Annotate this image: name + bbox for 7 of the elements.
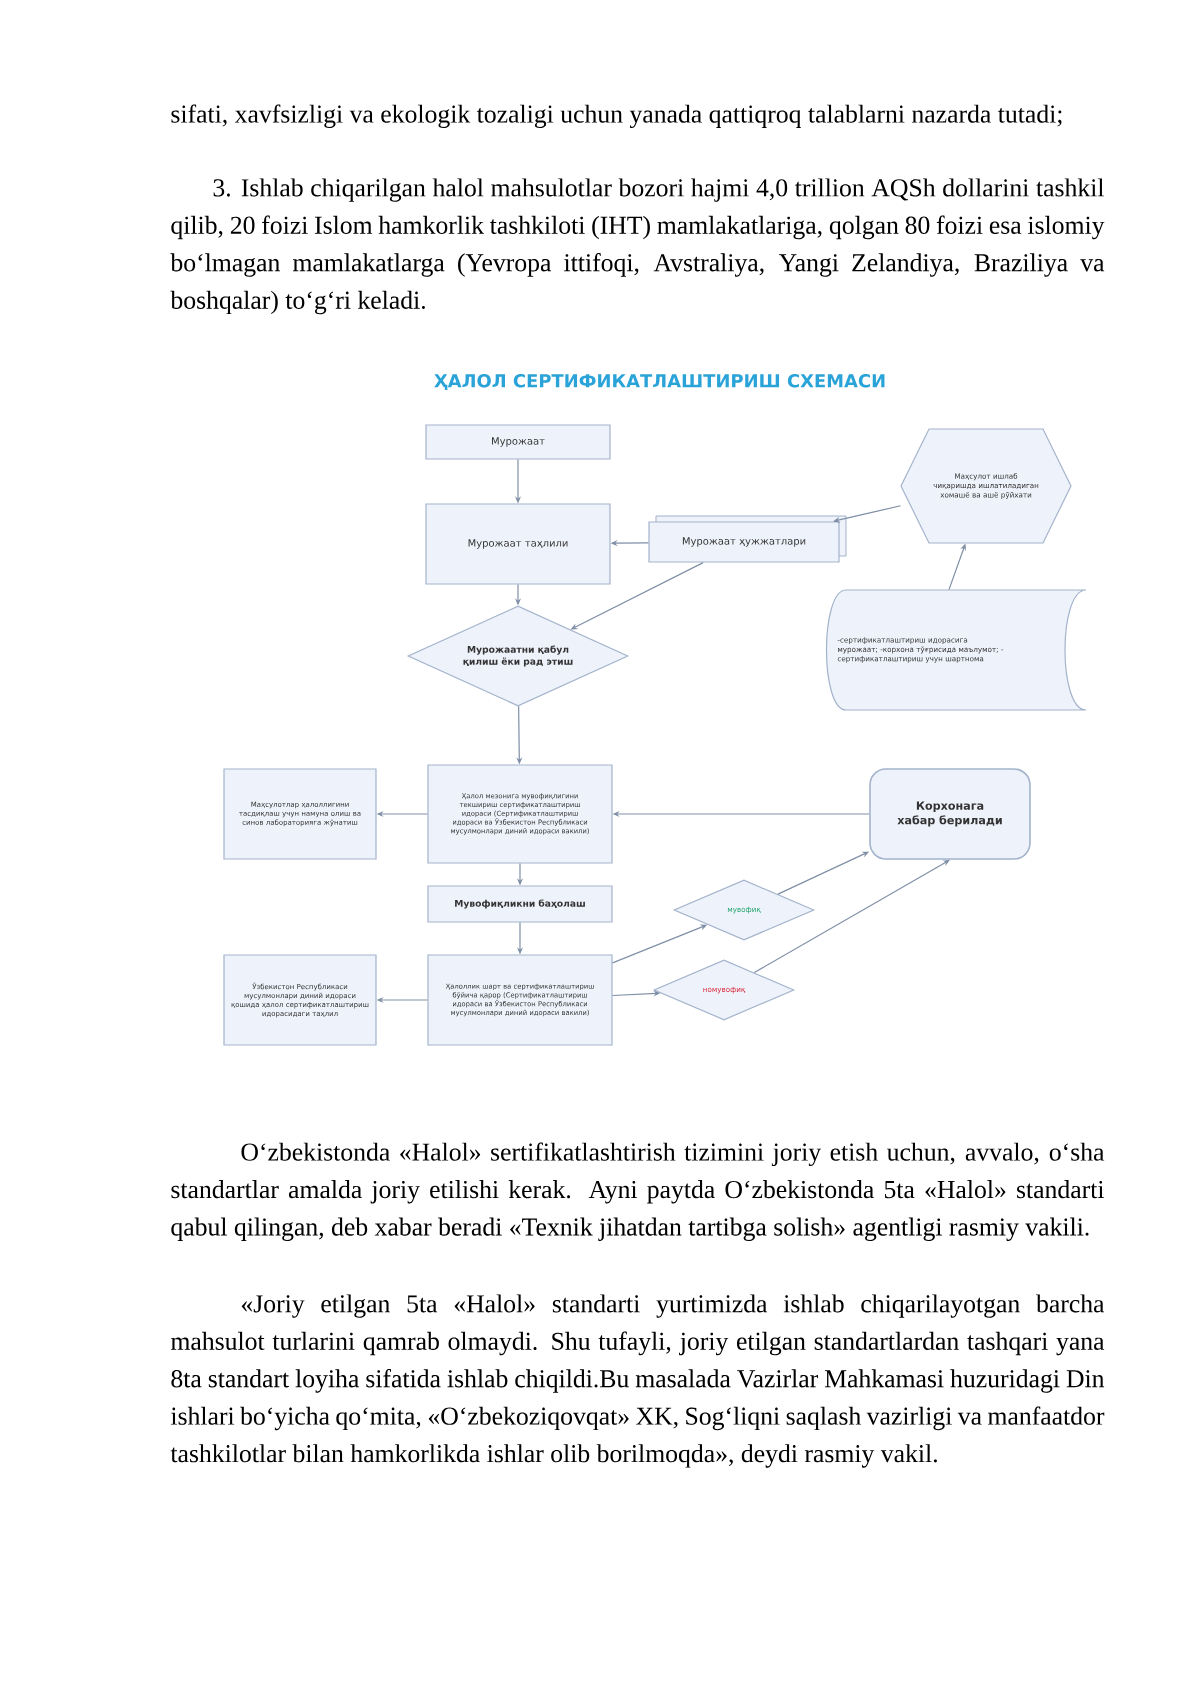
arrow xyxy=(753,859,950,974)
paragraph: sifati, xavfsizligi va ekologik tozaligi uchun yanada qattiqroq talablarni nazarda tutadi; xyxy=(171,104,1062,129)
paragraph: 3. Ishlab chiqarilgan halol mahsulotlar bozori hajmi 4,0 trillion AQSh dollarini tashkil qilib, 20 foizi Islom hamkorlik tashkiloti (IHT) mamlakatlariga, qolgan 80 foizi esa islomiy bo‘lmagan mamlakatlarga (Yevropa ittifoqi, Avstraliya, Yangi Zelandiya, Braziliya va boshqalar) to‘g‘ri keladi. xyxy=(170,178,1105,315)
paragraph: O‘zbekistonda «Halol» sertifikatlashtirish tizimini joriy etish uchun, avvalo, o‘sha standartlar amalda joriy etilishi kerak. Ayni paytda O‘zbekistonda 5ta «Halol» standarti qabul qilingan, deb xabar beradi «Texnik jihatdan tartibga solish» agentligi rasmiy vakili. xyxy=(171,1142,1105,1241)
arrow xyxy=(833,505,902,523)
diagram-title: ҲАЛОЛ СЕРТИФИКАТЛАШТИРИШ СХЕМАСИ xyxy=(434,373,885,391)
paragraph: «Joriy etilgan 5ta «Halol» standarti yurtimizda ishlab chiqarilayotgan barcha mahsulot turlarini qamrab olmaydi. Shu tufayli, joriy etilgan standartlardan tashqari yana 8ta standart loyiha sifatida ishlab chiqildi.Bu masalada Vazirlar Mahkamasi huzuridagi Din ishlari bo‘yicha qo‘mita, «O‘zbekoziqovqat» XK, Sog‘liqni saqlash vazirligi va manfaatdor tashkilotlar bilan hamkorlikda ishlar olib borilmoqda», deydi rasmiy vakil. xyxy=(170,1294,1105,1468)
